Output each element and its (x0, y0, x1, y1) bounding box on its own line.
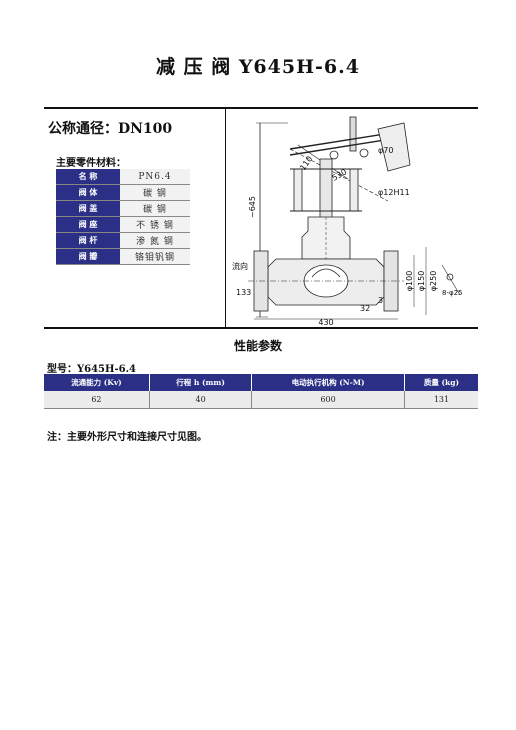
material-key: 阀 座 (56, 216, 120, 233)
table-row: 阀 盖碳 钢 (56, 200, 190, 217)
mid-divider (44, 327, 478, 329)
material-value: 碳 钢 (120, 200, 190, 217)
top-divider (44, 107, 478, 109)
page-title: 减 压 阀 Y645H-6.4 (156, 56, 360, 78)
table-row: 阀 瓣铬钼钒钢 (56, 248, 190, 265)
performance-heading: 性能参数 (233, 339, 282, 353)
material-key: 阀 瓣 (56, 248, 120, 265)
valve-drawing: ~645 110 530 φ70 φ12H11 流向 133 φ100 φ150… (232, 116, 463, 327)
material-value: 碳 钢 (120, 184, 190, 201)
table-row: 阀 座不 锈 钢 (56, 216, 190, 233)
column-header: 行程 h (mm) (149, 374, 253, 391)
dim-phi150: φ150 (417, 271, 426, 292)
table-header-row: 流通能力 (Kv) 行程 h (mm) 电动执行机构 (N-M) 质量 (kg) (44, 374, 478, 391)
model-label: 型号：Y645H-6.4 (47, 364, 137, 375)
dim-phi12h11: φ12H11 (378, 188, 410, 197)
nominal-diameter: 公称通径：DN100 (48, 121, 173, 137)
table-row: 阀 杆渗 氮 钢 (56, 232, 190, 249)
column-header: 质量 (kg) (404, 374, 478, 391)
dim-530: 530 (331, 167, 349, 182)
column-header: 电动执行机构 (N-M) (251, 374, 405, 391)
material-key: 阀 杆 (56, 232, 120, 249)
dim-32: 32 (360, 304, 370, 313)
material-key: 名 称 (56, 169, 120, 185)
footnote: 注：主要外形尺寸和连接尺寸见图。 (47, 432, 207, 443)
table-row: 阀 体碳 钢 (56, 184, 190, 201)
table-cell: 62 (44, 391, 150, 409)
column-header: 流通能力 (Kv) (44, 374, 150, 391)
dim-3: 3 (378, 296, 383, 305)
table-row: 62 40 600 131 (44, 391, 478, 409)
material-value: 不 锈 钢 (120, 216, 190, 233)
materials-label: 主要零件材料： (56, 158, 126, 169)
material-value: 渗 氮 钢 (120, 232, 190, 249)
table-cell: 131 (404, 391, 478, 409)
table-cell: 40 (149, 391, 253, 409)
vertical-divider (225, 109, 226, 327)
material-value: PN6.4 (120, 169, 190, 185)
dim-holes: 8-φ25 (442, 289, 463, 297)
dim-430: 430 (318, 318, 333, 327)
dim-phi70: φ70 (378, 146, 393, 155)
dim-phi250: φ250 (429, 271, 438, 292)
dim-phi100: φ100 (405, 271, 414, 292)
flow-direction-label: 流向 (232, 261, 248, 271)
dim-133: 133 (236, 288, 251, 297)
material-key: 阀 体 (56, 184, 120, 201)
parameter-table: 流通能力 (Kv) 行程 h (mm) 电动执行机构 (N-M) 质量 (kg)… (44, 374, 478, 409)
table-cell: 600 (251, 391, 405, 409)
dim-height-total: ~645 (248, 196, 257, 218)
material-value: 铬钼钒钢 (120, 248, 190, 265)
material-key: 阀 盖 (56, 200, 120, 217)
